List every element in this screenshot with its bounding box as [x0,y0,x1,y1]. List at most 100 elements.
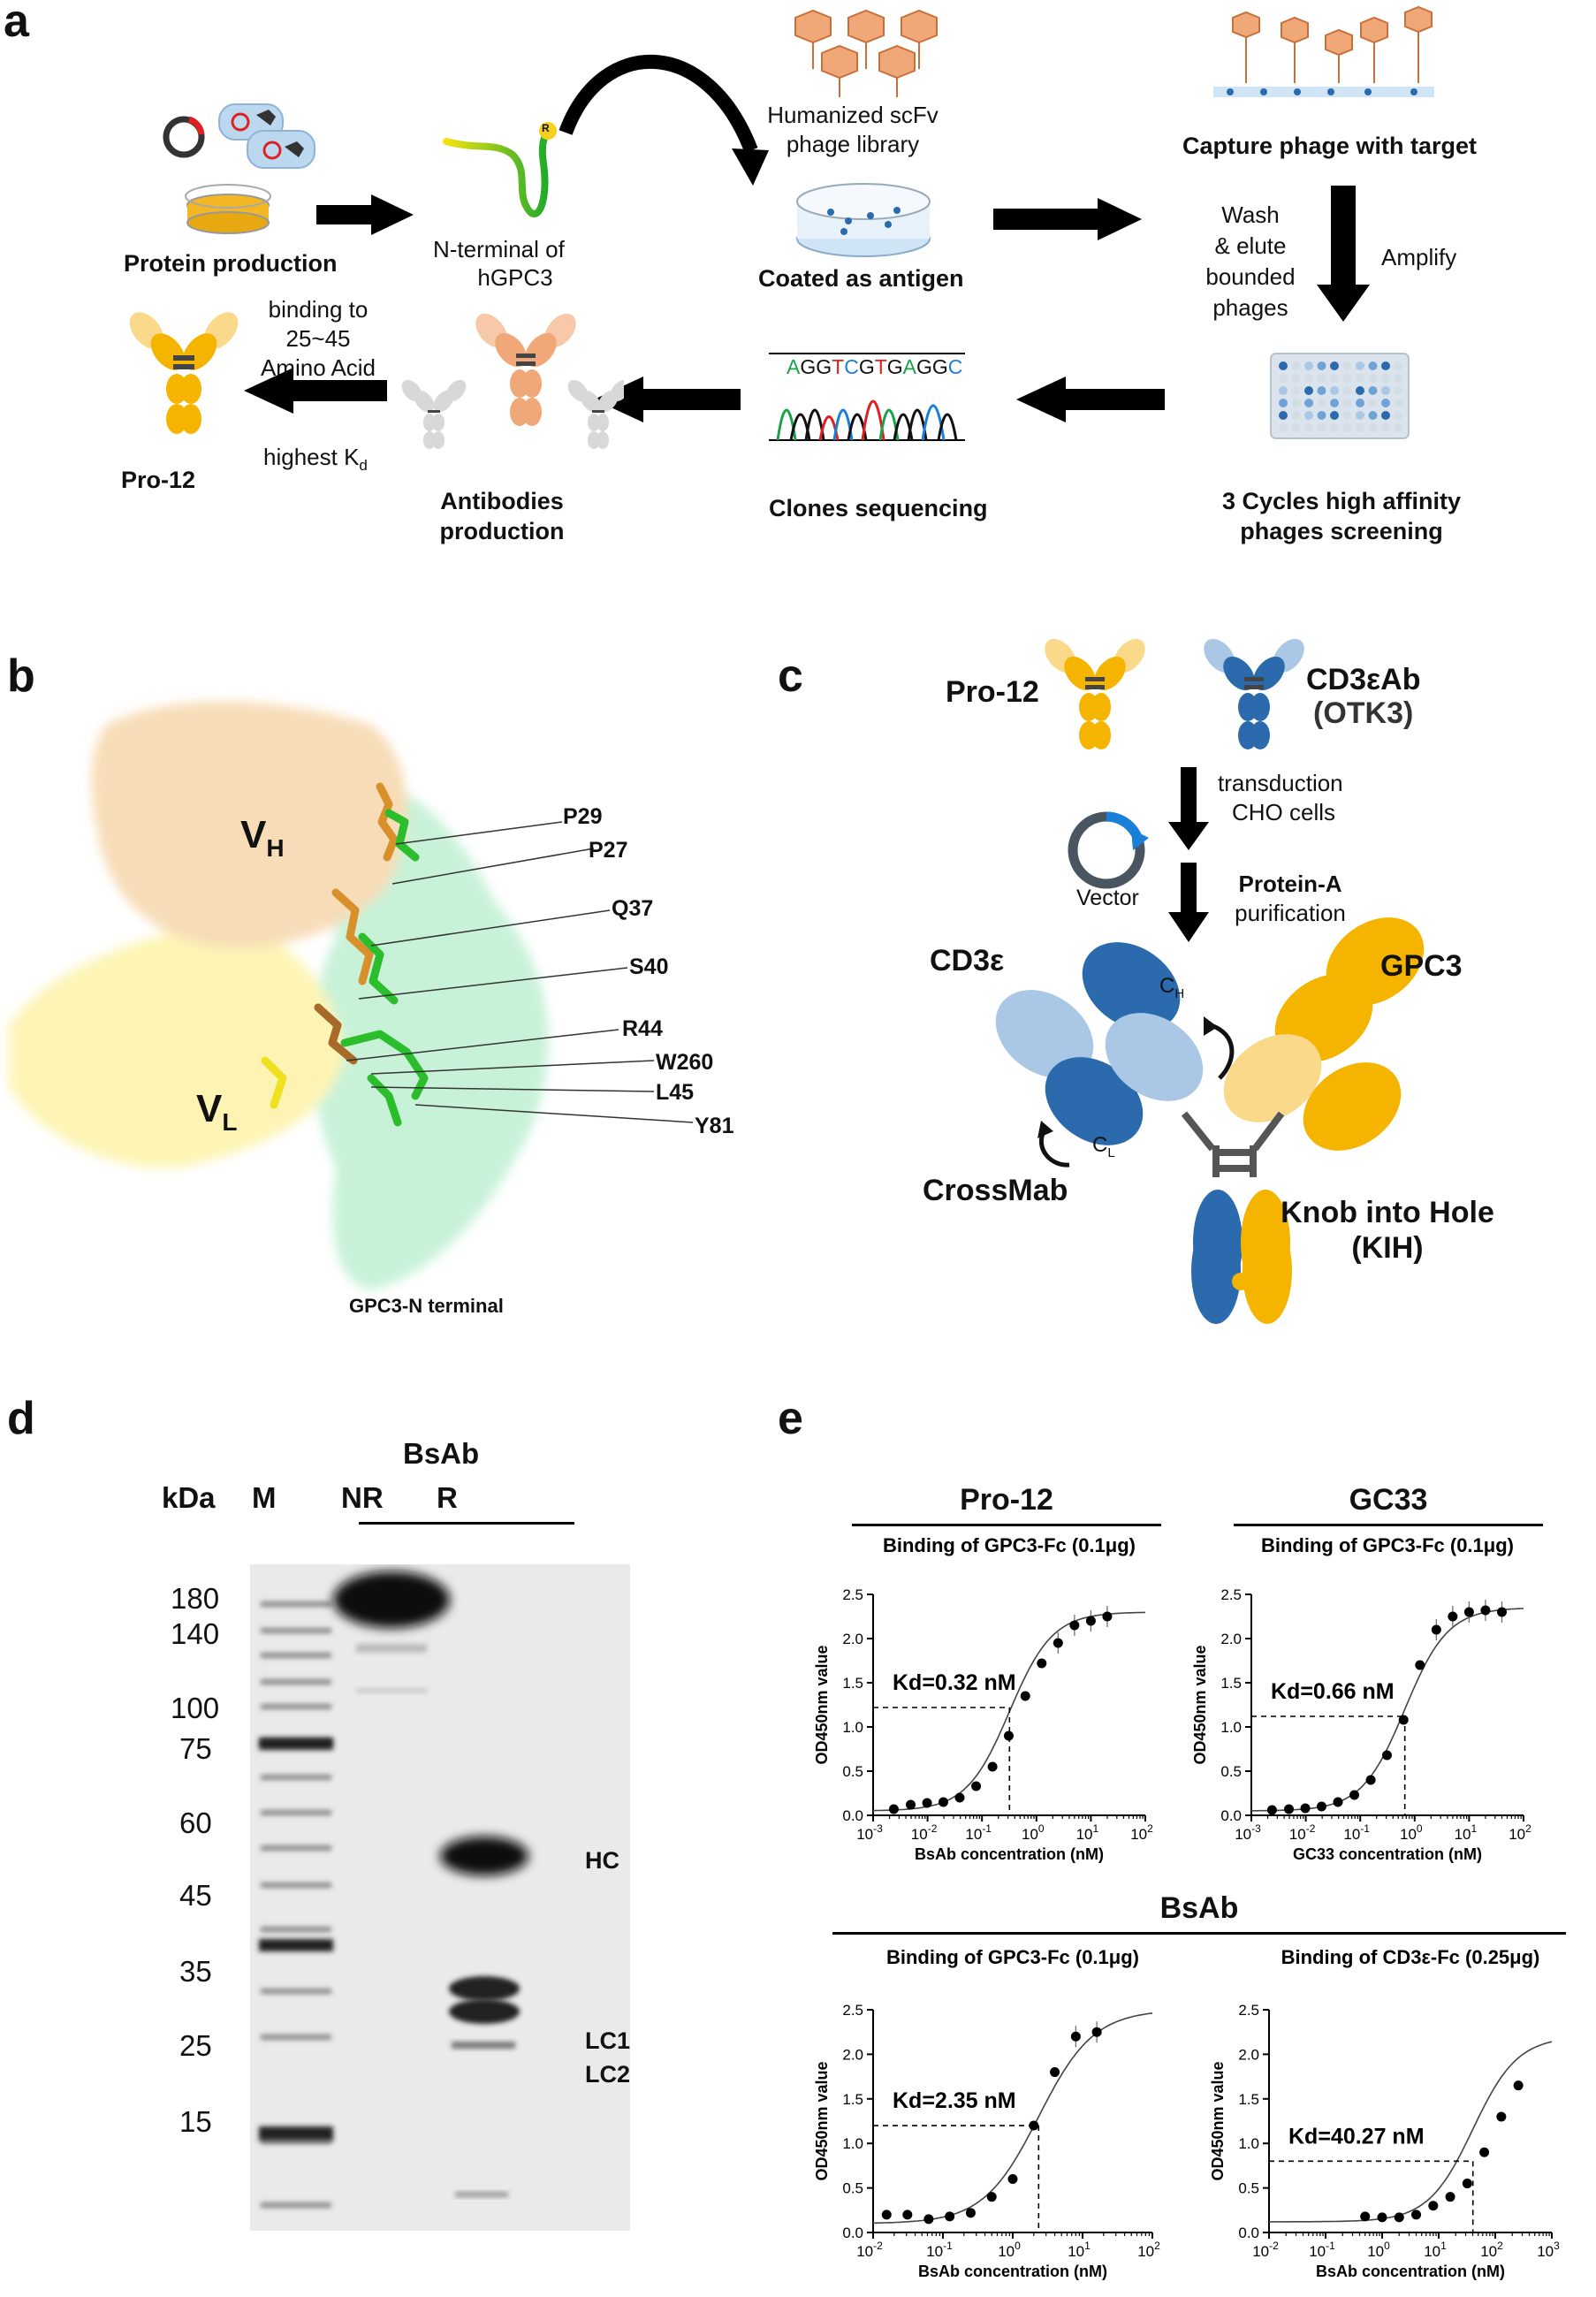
y-tick-label: 0.5 [842,1763,863,1780]
x-tick-exponent: 2 [1497,2240,1503,2252]
x-axis-label: BsAb concentration (nM) [918,2263,1107,2280]
group-label-gc33: GC33 [1349,1483,1428,1517]
highest-kd-text: highest K [263,444,360,470]
panel-label-e: e [778,1393,803,1444]
x-tick-label: 100 [1367,2240,1390,2260]
arrow-left-1 [1016,376,1165,422]
peptide-icon [443,122,557,217]
panel-label-d: d [7,1393,35,1444]
vh-sub: H [266,833,285,862]
arrow-left-3 [244,368,387,414]
group-label-pro12: Pro-12 [960,1483,1053,1517]
marker-label: 35 [179,1955,212,1988]
coated-dish-icon [796,183,931,257]
wash-line3: bounded [1205,263,1296,290]
y-tick-label: 0.0 [842,2225,863,2241]
x-tick-label: 10-1 [965,1822,992,1843]
x-tick-exponent: 1 [1440,2240,1447,2252]
gel-image [250,1564,630,2231]
x-tick-exponent: -1 [943,2240,953,2252]
panel-label-c: c [778,650,803,702]
kd-annotation: Kd=0.66 nM [1271,1679,1395,1704]
x-tick-exponent: -1 [1326,2240,1335,2252]
arrow-right-2 [993,198,1142,240]
ch-rotation-arrow [1210,1023,1235,1080]
panel-a-graphics [163,5,1434,441]
data-point [1462,2179,1472,2189]
data-point [1070,2031,1081,2042]
structure-render [9,701,694,1290]
group-label-bsab: BsAb [1159,1891,1239,1925]
arrow-down-1 [1168,767,1209,850]
y-axis-label: OD450nm value [1191,1645,1209,1764]
x-tick-label: 10-2 [856,2240,883,2260]
wash-line2: & elute [1214,232,1287,259]
y-tick-label: 2.0 [1238,2046,1259,2063]
data-point [1349,1790,1360,1800]
x-tick-label: 10-3 [856,1822,883,1843]
kih-line2: (KIH) [1351,1231,1424,1265]
data-point [1445,2192,1455,2202]
data-point [1316,1801,1326,1812]
wash-line4: phages [1212,294,1288,321]
vl-text: V [196,1087,223,1130]
x-tick-exponent: 3 [1554,2240,1560,2252]
vl-sub: L [222,1107,238,1136]
x-tick-exponent: -1 [982,1822,992,1835]
binding-chart-bsab-gpc3: Binding of GPC3-Fc (0.1μg)0.00.51.01.52.… [813,1946,1160,2280]
crossmab-label: CrossMab [923,1174,1068,1207]
lane-underline [359,1522,574,1525]
data-point [1050,2067,1060,2078]
gel-title: BsAb [403,1437,480,1470]
data-point [1513,2080,1524,2091]
y-tick-label: 0.5 [842,2180,863,2197]
n-terminal-label: N-terminal of hGPC3 [433,235,565,292]
vh-label: VH [240,813,285,863]
data-point [1333,1797,1343,1807]
bsab-crossmab-kih-icon [995,917,1425,1324]
amplify-label: Amplify [1381,244,1457,270]
antibodies-production-icon [401,313,624,449]
residue-label: P29 [563,804,603,829]
marker-label: 45 [179,1879,212,1912]
x-tick-label: 10-2 [911,1822,938,1843]
x-tick-exponent: 0 [1015,2240,1021,2252]
panel-d: BsAb kDa M NR R [0,1432,760,2280]
sequence-letter: T [832,355,845,378]
gpc3-label: GPC3 [1380,949,1463,983]
x-tick-label: 101 [1068,2240,1091,2260]
y-tick-label: 1.5 [1238,2091,1259,2108]
band-label-lc1: LC1 [585,2027,631,2054]
curved-arrow [559,55,758,153]
x-tick-label: 101 [1076,1822,1099,1843]
y-tick-label: 1.5 [842,2091,863,2108]
capture-label: Capture phage with target [1182,133,1478,159]
cd3-antibody-icon [1204,638,1304,749]
binding-chart-bsab-cd3: Binding of CD3ε-Fc (0.25μg)0.00.51.01.52… [1209,1946,1560,2280]
chart-title: Binding of GPC3-Fc (0.1μg) [883,1534,1136,1556]
transduction-line1: transduction [1218,770,1343,796]
data-point [1431,1624,1441,1635]
data-point [922,1798,932,1808]
cl-text: C [1092,1133,1108,1157]
binding-line2: 25~45 [285,325,351,352]
x-tick-exponent: 0 [1384,2240,1390,2252]
data-point [986,2192,997,2202]
marker-label: 25 [179,2029,212,2062]
x-tick-label: 102 [1137,2240,1160,2260]
marker-label: 180 [171,1582,220,1615]
transduction-label: transduction CHO cells [1218,769,1343,827]
lane-label: NR [341,1481,384,1514]
data-point [1398,1715,1409,1725]
y-tick-label: 1.0 [842,2135,863,2152]
x-tick-label: 100 [1022,1822,1045,1843]
highest-kd-sub: d [359,457,368,475]
x-tick-exponent: 2 [1525,1822,1531,1835]
group-underline-gc33 [1234,1524,1543,1526]
lane-label: R [437,1481,458,1514]
data-point [1069,1620,1080,1631]
panel-a: AGGTCGTGAGGC [0,0,1596,566]
lane-label: M [252,1481,277,1514]
data-point [1037,1658,1047,1669]
x-tick-label: 102 [1480,2240,1503,2260]
